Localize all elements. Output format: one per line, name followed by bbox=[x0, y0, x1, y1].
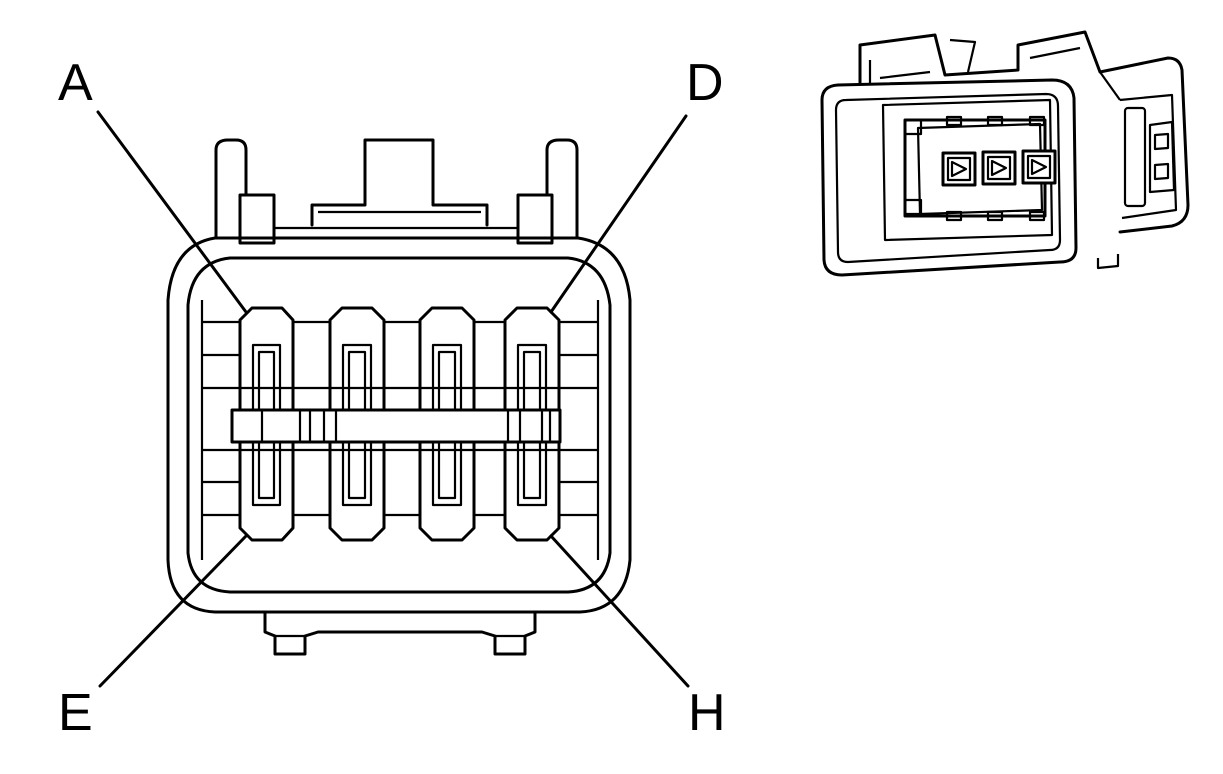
outer-housing bbox=[166, 236, 632, 614]
connector-face-view: A D E H bbox=[58, 54, 726, 742]
bottom-tabs bbox=[263, 610, 537, 656]
terminal-cavities bbox=[238, 306, 561, 542]
tpa-bar bbox=[230, 386, 562, 452]
pin-label-h: H bbox=[688, 684, 726, 742]
inner-housing bbox=[186, 256, 612, 594]
leader-line-a bbox=[96, 110, 248, 314]
leader-line-h bbox=[549, 534, 690, 688]
pin-label-e: E bbox=[58, 684, 93, 742]
side-grid bbox=[200, 300, 600, 560]
leader-lines bbox=[96, 110, 690, 688]
connector-side-view bbox=[820, 30, 1190, 277]
top-latches bbox=[214, 138, 579, 245]
side-view-terminals bbox=[941, 149, 1057, 187]
leader-line-d bbox=[549, 114, 688, 314]
leader-line-e bbox=[98, 534, 248, 688]
pin-label-a: A bbox=[58, 54, 93, 112]
pin-label-d: D bbox=[686, 54, 724, 112]
